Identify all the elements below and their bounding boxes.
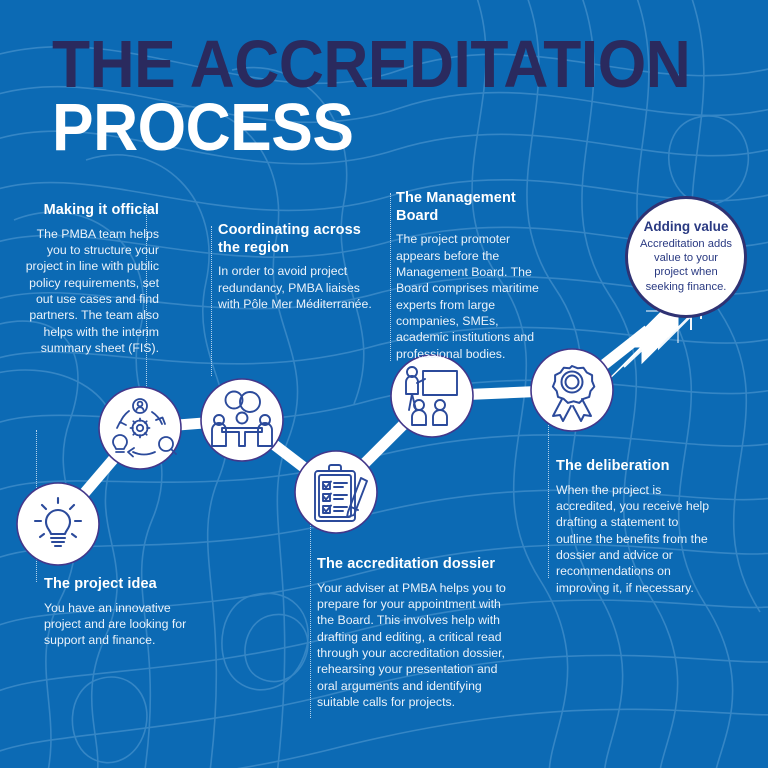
adding-value-heading: Adding value [643,218,729,234]
leader-line-deliberation [548,408,549,578]
step-heading-project-idea: The project idea [44,576,157,592]
title-line-2: PROCESS [52,89,354,165]
step-body-management-board: The project promoter appears before the … [396,232,539,361]
step-block-making-it-official: Making it official The PMBA team helps y… [14,202,159,356]
node-management-board[interactable] [390,354,474,438]
node-deliberation[interactable] [530,348,614,432]
step-heading-management-board: The Management Board [396,190,516,224]
step-body-deliberation: When the project is accredited, you rece… [556,482,710,595]
step-heading-coordinating: Coordinating across the region [218,222,361,256]
step-heading-deliberation: The deliberation [556,458,670,474]
step-block-deliberation: The deliberation When the project is acc… [556,458,714,596]
adding-value-callout: Adding value Accreditation adds value to… [625,196,747,318]
meeting-people-icon [211,390,273,447]
step-block-coordinating: Coordinating across the region In order … [218,222,378,312]
step-body-accreditation-dossier: Your adviser at PMBA helps you to prepar… [317,580,506,710]
step-body-making-it-official: The PMBA team helps you to structure you… [25,226,159,356]
leader-line-coordinating [211,226,212,376]
process-cycle-icon [112,398,177,458]
step-block-accreditation-dossier: The accreditation dossier Your adviser a… [317,556,509,710]
leader-line-management-board [390,193,391,361]
clipboard-checklist-icon [314,464,368,522]
step-body-project-idea: You have an innovative project and are l… [44,600,187,648]
award-rosette-icon [551,365,596,422]
presentation-board-icon [405,366,458,426]
page-title: THE ACCREDITATION PROCESS [52,27,712,165]
leader-line-accreditation-dossier [310,520,311,718]
leader-line-making-it-official [146,204,147,426]
lightbulb-icon [33,496,83,548]
step-block-management-board: The Management Board The project promote… [396,190,554,362]
step-body-coordinating: In order to avoid project redundancy, PM… [218,264,372,312]
adding-value-body: Accreditation adds value to your project… [639,237,733,293]
title-line-1: THE ACCREDITATION [52,27,691,102]
node-coordinating[interactable] [200,378,284,462]
node-making-it-official[interactable] [98,386,182,470]
step-heading-accreditation-dossier: The accreditation dossier [317,556,496,572]
step-block-project-idea: The project idea You have an innovative … [44,576,194,649]
node-project-idea[interactable] [16,482,100,566]
node-accreditation-dossier[interactable] [294,450,378,534]
step-heading-making-it-official: Making it official [43,202,159,218]
